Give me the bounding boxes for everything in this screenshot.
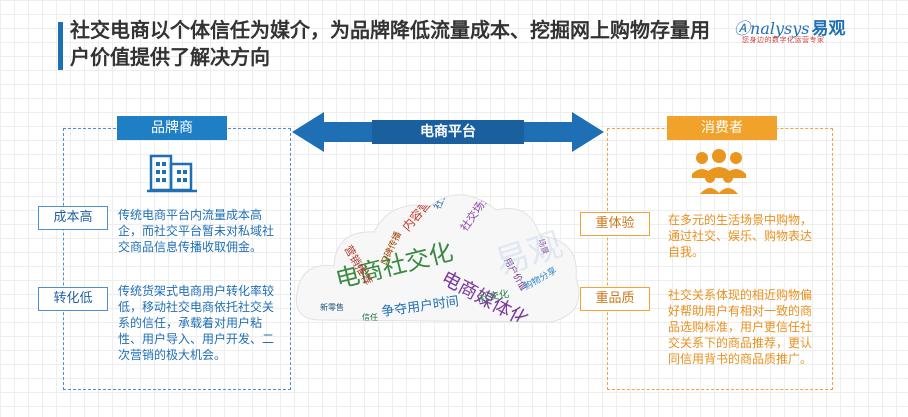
quality-label: 重品质 — [580, 287, 650, 311]
brand-tag: 品牌商 — [117, 116, 227, 140]
cloud-word: 新零售 — [320, 302, 344, 312]
cost-high-text: 传统电商平台内流量成本高企，而社交平台暂未对私域社交商品信息传播收取佣金。 — [118, 208, 275, 254]
logo-cn: 易观 — [811, 19, 846, 39]
platform-label: 电商平台 — [420, 124, 476, 140]
consumer-tag: 消费者 — [667, 116, 777, 140]
people-group-icon — [692, 149, 746, 194]
page-title: 社交电商以个体信任为媒介，为品牌降低流量成本、挖掘网上购物存量用户价值提供了解决… — [70, 18, 710, 69]
cloud-word: 信任 — [362, 312, 378, 322]
quality-text: 社交关系体现的相近购物偏好帮助用户有相对一致的商品选购标准，用户更信任社交关系下… — [668, 288, 813, 366]
logo-slogan: 您身边的数字化运营专家 — [742, 36, 825, 44]
experience-label: 重体验 — [580, 212, 650, 236]
building-icon — [147, 154, 197, 193]
analysys-a-logo-icon: Ⓐ — [734, 19, 751, 38]
double-arrow-icon — [292, 112, 604, 152]
experience-text: 在多元的生活场景中购物，通过社交、娱乐、购物表达自我。 — [668, 213, 813, 259]
cost-high-label: 成本高 — [38, 206, 108, 230]
conversion-low-text: 传统货架式电商用户转化率较低，移动社交电商依托社交关系的信任，承载着对用户粘性、… — [118, 284, 275, 362]
title-accent-bar — [58, 22, 63, 70]
logo-text: nalysys — [750, 19, 810, 38]
word-cloud: 电商社交化电商媒体化争夺用户时间内容营销社交场景社交营销营销推荐社交化用户价值新… — [295, 194, 580, 323]
conversion-low-label: 转化低 — [38, 287, 108, 311]
